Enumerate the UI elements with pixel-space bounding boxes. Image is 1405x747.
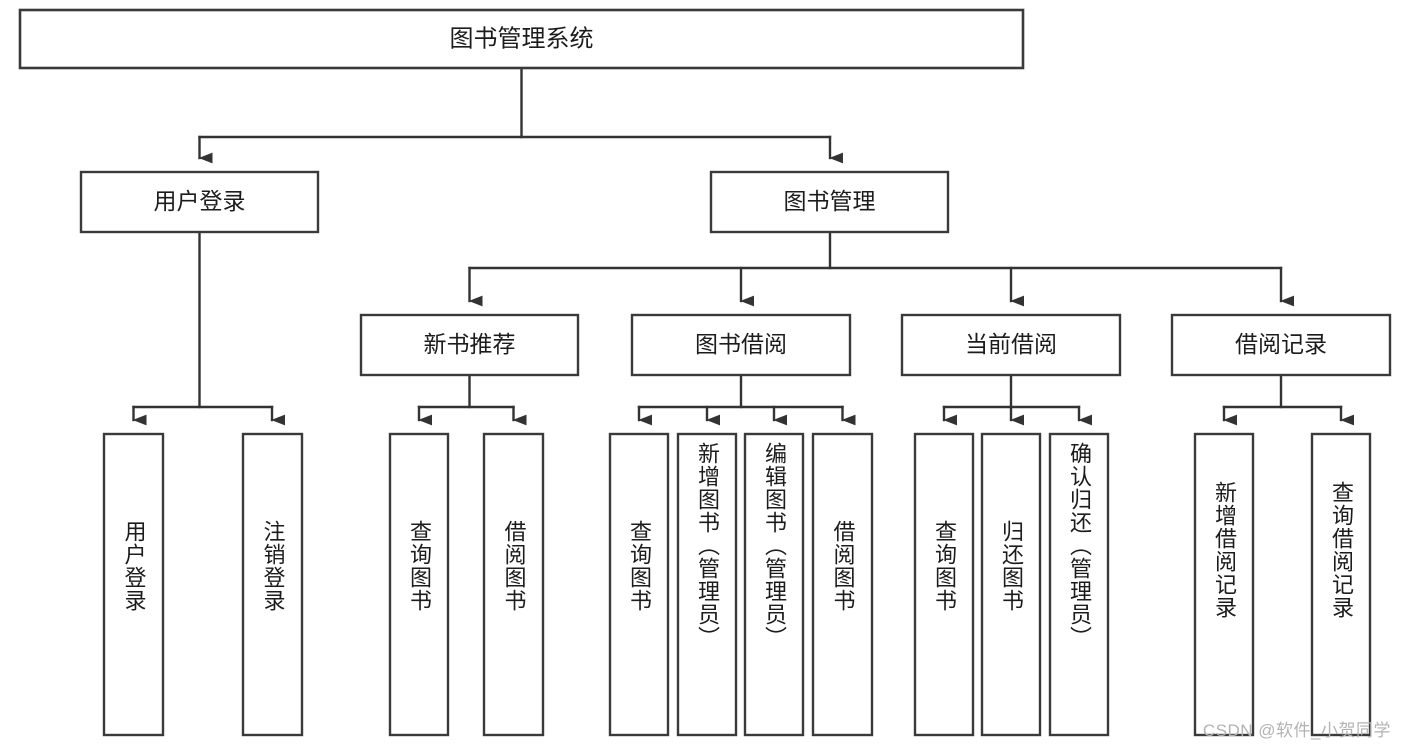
connector-layer: [132, 66, 1355, 426]
leaf-layer: [102, 432, 1372, 737]
node-book-manage-label: 图书管理: [784, 188, 876, 214]
node-book-borrow[interactable]: 图书借阅: [630, 313, 852, 377]
leaf-box-add-borrow-record[interactable]: [1193, 432, 1255, 737]
node-user-login[interactable]: 用户登录: [79, 170, 320, 234]
watermark-text: CSDN @软件_小贺同学: [1202, 721, 1391, 740]
leaf-box-borrow-book[interactable]: [811, 432, 874, 737]
leaf-box-query-book-borrow[interactable]: [608, 432, 670, 737]
leaf-box-add-book-admin[interactable]: [676, 432, 738, 737]
leaf-box-logout-login[interactable]: [241, 432, 304, 737]
leaf-box-borrow-book-newbook[interactable]: [482, 432, 545, 737]
node-user-login-box: [79, 170, 320, 234]
node-book-manage[interactable]: 图书管理: [709, 170, 950, 234]
node-current-borrow[interactable]: 当前借阅: [900, 313, 1122, 377]
node-new-book-recommend-box: [359, 313, 580, 377]
node-new-book-recommend[interactable]: 新书推荐: [359, 313, 580, 377]
leaf-box-query-book-newbook[interactable]: [388, 432, 450, 737]
leaf-box-user-login[interactable]: [102, 432, 165, 737]
node-root-label: 图书管理系统: [450, 25, 594, 52]
node-current-borrow-label: 当前借阅: [965, 331, 1057, 357]
node-user-login-label: 用户登录: [154, 188, 246, 214]
node-borrow-records-box: [1170, 313, 1392, 377]
node-root[interactable]: 图书管理系统: [18, 8, 1025, 70]
leaf-box-edit-book-admin[interactable]: [743, 432, 805, 737]
node-new-book-recommend-label: 新书推荐: [424, 331, 516, 357]
node-book-manage-box: [709, 170, 950, 234]
leaf-box-confirm-return-admin[interactable]: [1048, 432, 1110, 737]
node-current-borrow-box: [900, 313, 1122, 377]
leaf-box-return-book[interactable]: [980, 432, 1042, 737]
leaf-box-query-borrow-record[interactable]: [1310, 432, 1372, 737]
node-root-box: [18, 8, 1025, 70]
node-borrow-records-label: 借阅记录: [1235, 331, 1327, 357]
node-book-borrow-box: [630, 313, 852, 377]
node-borrow-records[interactable]: 借阅记录: [1170, 313, 1392, 377]
node-book-borrow-label: 图书借阅: [695, 331, 787, 357]
leaf-box-query-book-current[interactable]: [913, 432, 975, 737]
